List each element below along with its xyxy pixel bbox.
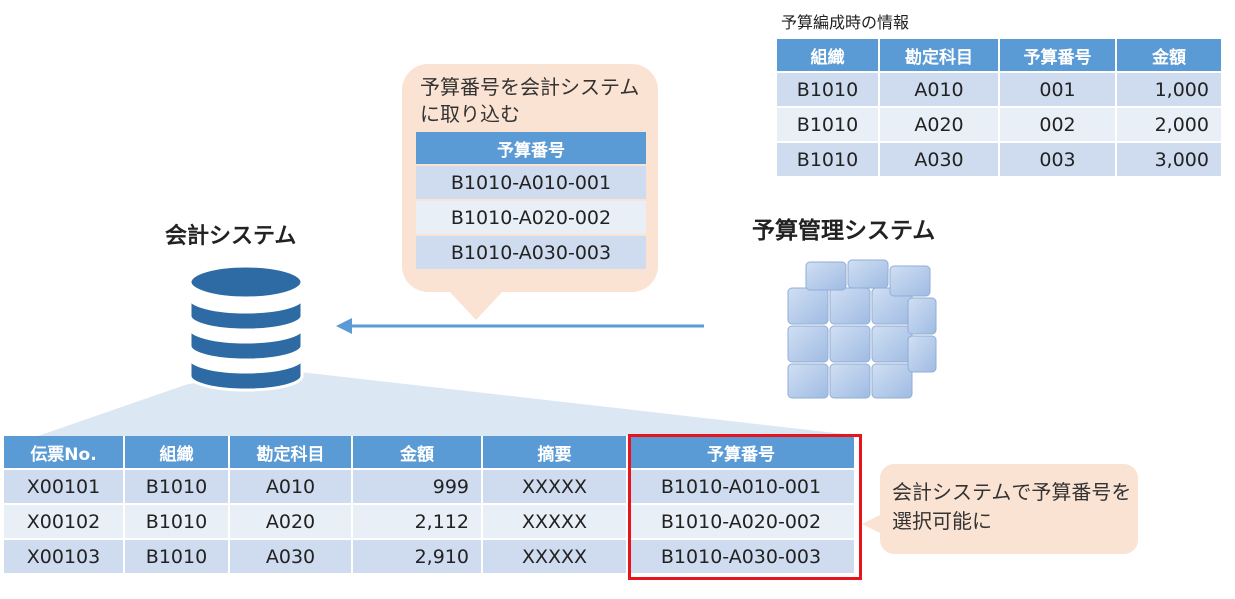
budget-plan-table: 組織 勘定科目 予算番号 金額 B1010 A010 001 1,000 B10… bbox=[775, 37, 1223, 178]
table-cell: A010 bbox=[880, 73, 998, 106]
table-cell: 001 bbox=[1000, 73, 1115, 106]
table-cell: B1010-A030-003 bbox=[416, 236, 646, 269]
ledger-header: 勘定科目 bbox=[230, 436, 351, 468]
table-cell: X00102 bbox=[4, 505, 123, 538]
ledger-header: 伝票No. bbox=[4, 436, 123, 468]
table-row: B1010-A030-003 bbox=[416, 236, 646, 269]
ledger-header: 組織 bbox=[125, 436, 228, 468]
table-cell: A030 bbox=[230, 540, 351, 573]
callout-table-header: 予算番号 bbox=[416, 132, 646, 164]
ledger-header: 摘要 bbox=[483, 436, 626, 468]
table-cell: B1010 bbox=[777, 143, 878, 176]
table-row: B1010 A010 001 1,000 bbox=[777, 73, 1221, 106]
table-cell: B1010 bbox=[125, 470, 228, 503]
accounting-system-label: 会計システム bbox=[165, 224, 297, 249]
table-row: B1010 A030 003 3,000 bbox=[777, 143, 1221, 176]
budget-plan-caption: 予算編成時の情報 bbox=[781, 13, 910, 32]
table-row: X00102 B1010 A020 2,112 XXXXX B1010-A020… bbox=[4, 505, 854, 538]
budget-plan-header: 組織 bbox=[777, 39, 878, 71]
budget-plan-header: 予算番号 bbox=[1000, 39, 1115, 71]
table-cell: 002 bbox=[1000, 108, 1115, 141]
import-callout-text: 予算番号を会計システムに取り込む bbox=[420, 75, 640, 126]
import-callout-table: 予算番号 B1010-A010-001 B1010-A020-002 B1010… bbox=[414, 130, 648, 271]
table-cell: XXXXX bbox=[483, 505, 626, 538]
ledger-table: 伝票No. 組織 勘定科目 金額 摘要 予算番号 X00101 B1010 A0… bbox=[2, 434, 856, 575]
table-cell: B1010-A010-001 bbox=[628, 470, 854, 503]
table-cell: 2,112 bbox=[353, 505, 481, 538]
table-row: B1010-A010-001 bbox=[416, 166, 646, 199]
table-cell: A030 bbox=[880, 143, 998, 176]
table-cell: XXXXX bbox=[483, 540, 626, 573]
table-cell: B1010-A020-002 bbox=[416, 201, 646, 234]
selection-note-text: 会計システムで予算番号を選択可能に bbox=[892, 480, 1132, 533]
budget-plan-header: 勘定科目 bbox=[880, 39, 998, 71]
table-cell: XXXXX bbox=[483, 470, 626, 503]
table-cell: X00101 bbox=[4, 470, 123, 503]
table-cell: 2,000 bbox=[1117, 108, 1221, 141]
table-row: X00103 B1010 A030 2,910 XXXXX B1010-A030… bbox=[4, 540, 854, 573]
import-callout-tail bbox=[448, 290, 504, 320]
budget-system-label: 予算管理システム bbox=[752, 218, 936, 244]
table-cell: B1010 bbox=[777, 73, 878, 106]
table-cell: 003 bbox=[1000, 143, 1115, 176]
table-cell: X00103 bbox=[4, 540, 123, 573]
selection-note-bubble bbox=[880, 464, 1138, 554]
budget-plan-header: 金額 bbox=[1117, 39, 1221, 71]
table-cell: A020 bbox=[880, 108, 998, 141]
table-row: X00101 B1010 A010 999 XXXXX B1010-A010-0… bbox=[4, 470, 854, 503]
cube-icon bbox=[787, 259, 937, 399]
table-cell: B1010-A020-002 bbox=[628, 505, 854, 538]
budget-number-highlight bbox=[628, 434, 862, 580]
table-cell: B1010-A030-003 bbox=[628, 540, 854, 573]
ledger-header: 予算番号 bbox=[628, 436, 854, 468]
table-cell: B1010 bbox=[125, 505, 228, 538]
table-row: B1010-A020-002 bbox=[416, 201, 646, 234]
table-cell: B1010 bbox=[777, 108, 878, 141]
database-icon bbox=[188, 264, 304, 392]
import-arrow bbox=[336, 318, 704, 334]
table-cell: 1,000 bbox=[1117, 73, 1221, 106]
table-cell: A020 bbox=[230, 505, 351, 538]
selection-note-tail bbox=[862, 514, 882, 534]
table-row: B1010 A020 002 2,000 bbox=[777, 108, 1221, 141]
table-cell: 3,000 bbox=[1117, 143, 1221, 176]
table-cell: 2,910 bbox=[353, 540, 481, 573]
table-cell: 999 bbox=[353, 470, 481, 503]
table-cell: A010 bbox=[230, 470, 351, 503]
table-cell: B1010 bbox=[125, 540, 228, 573]
ledger-header: 金額 bbox=[353, 436, 481, 468]
table-cell: B1010-A010-001 bbox=[416, 166, 646, 199]
